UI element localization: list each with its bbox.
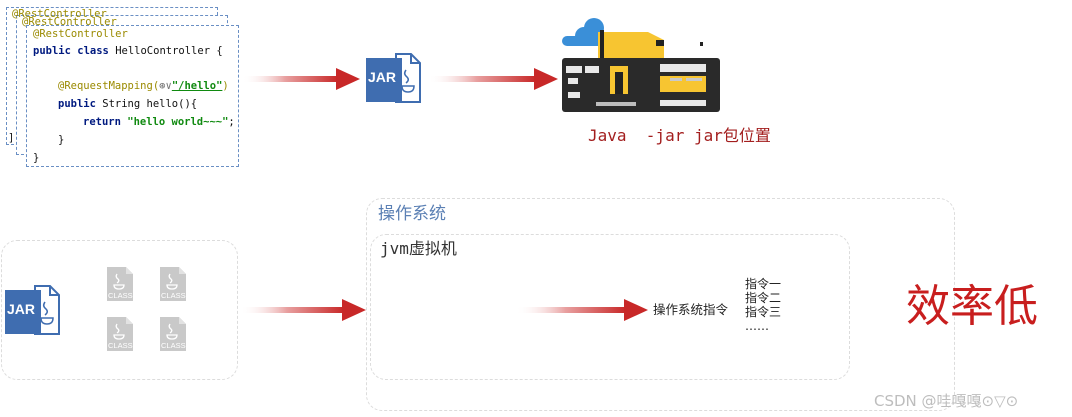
os-instruction-label: 操作系统指令 — [653, 302, 729, 317]
package-contents-box — [1, 240, 238, 380]
operating-system-box — [366, 198, 955, 411]
run-command: Java -jar jar包位置 — [588, 126, 771, 145]
code-line-close-outer: } — [33, 152, 40, 164]
arrow-package-to-jvm — [240, 299, 366, 321]
jar-file-icon: JAR — [366, 52, 421, 104]
jar-label-bottom: JAR — [7, 301, 36, 317]
instruction-item: 指令一 — [745, 277, 782, 291]
arrow-jvm-to-os-instruction — [516, 299, 648, 321]
efficiency-low-label: 效率低 — [906, 281, 1038, 332]
instruction-list: 指令一 指令二 指令三 …… — [745, 277, 781, 333]
code-line-close-inner: } — [58, 134, 65, 146]
code-back-annotation-2: @RestController — [12, 8, 107, 20]
code-card-front: @RestController public class HelloContro… — [26, 25, 239, 167]
jvm-label: jvm虚拟机 — [380, 239, 457, 258]
class-file-icon: CLASS — [106, 266, 134, 302]
class-label: CLASS — [108, 341, 133, 350]
arrow-code-to-jar — [242, 68, 360, 90]
class-file-icon: CLASS — [159, 316, 187, 352]
jar-label: JAR — [368, 69, 397, 85]
class-file-icon: CLASS — [159, 266, 187, 302]
code-back-fragment: ] — [8, 132, 15, 144]
watermark: CSDN @哇嘎嘎⊙▽⊙ — [874, 392, 1019, 410]
jvm-box — [370, 234, 850, 380]
jar-file-icon-bottom: JAR — [5, 284, 60, 336]
class-label: CLASS — [161, 291, 186, 300]
class-label: CLASS — [161, 341, 186, 350]
code-line-return: return "hello world~~~"; — [83, 116, 235, 128]
arrow-jar-to-server — [428, 68, 558, 90]
code-line-mapping: @RequestMapping(⊛∨"/hello") — [58, 80, 229, 92]
server-illustration — [560, 16, 722, 116]
code-line-annotation: @RestController — [33, 28, 128, 40]
os-label: 操作系统 — [378, 204, 446, 224]
code-line-class: public class HelloController { — [33, 45, 223, 57]
cloud-icon — [562, 18, 604, 46]
instruction-item: 指令三 — [745, 305, 782, 319]
class-file-icon: CLASS — [106, 316, 134, 352]
instruction-item: …… — [745, 319, 769, 333]
class-label: CLASS — [108, 291, 133, 300]
instruction-item: 指令二 — [745, 291, 782, 305]
code-line-method: public String hello(){ — [58, 98, 198, 110]
